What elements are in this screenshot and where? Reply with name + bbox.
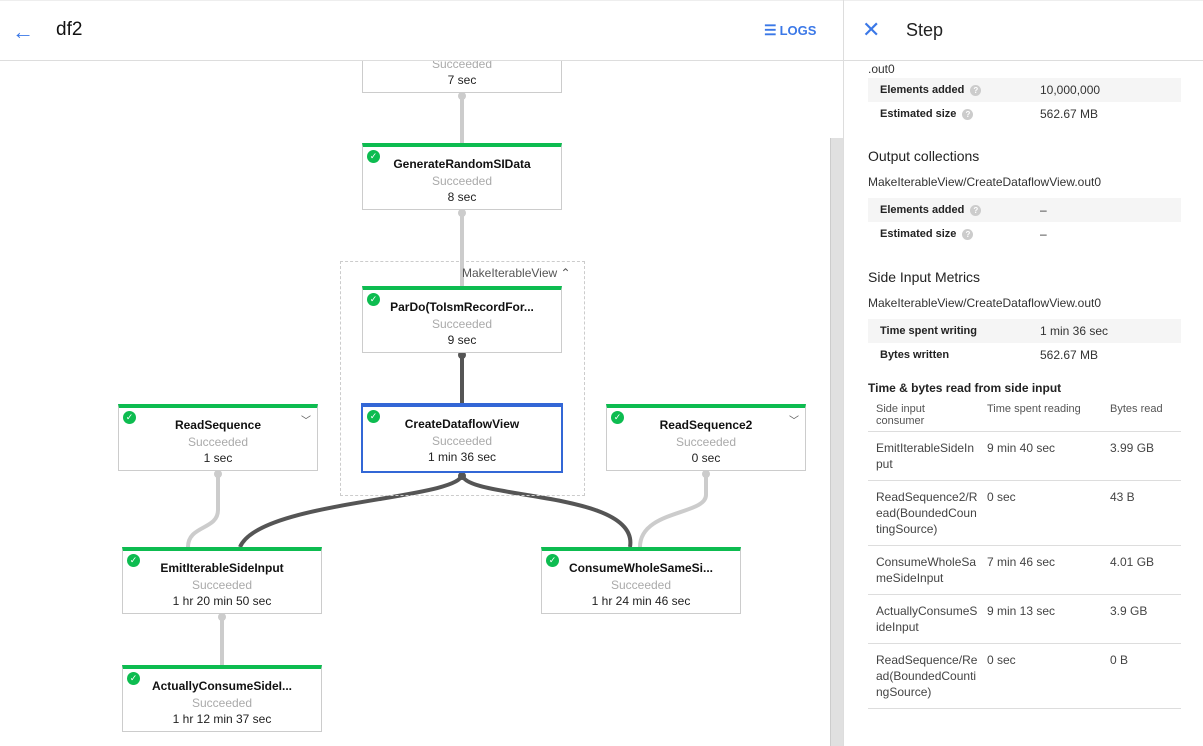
help-icon[interactable]: ? — [970, 204, 982, 216]
check-circle-icon: ✓ — [611, 411, 624, 424]
check-circle-icon: ✓ — [127, 672, 140, 685]
scrollbar[interactable] — [830, 138, 843, 746]
output-collection-name: MakeIterableView/CreateDataflowView.out0 — [868, 175, 1102, 189]
help-icon[interactable]: ? — [962, 108, 974, 120]
graph-edges — [186, 92, 710, 665]
edge — [460, 473, 633, 548]
side-collection-name: MakeIterableView/CreateDataflowView.out0 — [868, 296, 1102, 310]
chevron-down-icon[interactable]: ﹀ — [301, 416, 311, 427]
metric-row: Estimated size?562.67 MB — [880, 107, 1099, 121]
step-panel: .out0 Elements added?10,000,000 Estimate… — [843, 0, 1203, 746]
edge — [238, 473, 464, 548]
help-icon[interactable]: ? — [962, 228, 974, 240]
side-input-read-table: Side input consumer Time spent reading B… — [868, 398, 1181, 709]
arrow-back-icon[interactable]: ← — [12, 19, 34, 44]
read-table-title: Time & bytes read from side input — [868, 381, 1062, 395]
panel-title: Step — [906, 20, 944, 40]
check-circle-icon: ✓ — [123, 411, 136, 424]
list-icon: ☰ — [764, 22, 777, 38]
edge — [638, 471, 708, 548]
table-row: ReadSequence2/Read(BoundedCountingSource… — [868, 481, 1181, 546]
group-label[interactable]: MakeIterableView ⌃ — [462, 266, 571, 280]
side-input-metrics-title: Side Input Metrics — [868, 269, 981, 285]
metric-row: Elements added?– — [868, 198, 1181, 222]
table-header: Side input consumer Time spent reading B… — [868, 398, 1181, 432]
logs-button[interactable]: ☰LOGS — [764, 22, 817, 38]
metric-row: Elements added?10,000,000 — [868, 78, 1181, 102]
help-icon[interactable]: ? — [970, 84, 982, 96]
job-title: df2 — [56, 19, 83, 40]
chevron-up-icon[interactable]: ⌃ — [560, 266, 571, 280]
table-row: ReadSequence/Read(BoundedCountingSource)… — [868, 644, 1181, 709]
check-circle-icon: ✓ — [367, 293, 380, 306]
check-circle-icon: ✓ — [367, 410, 380, 423]
check-circle-icon: ✓ — [127, 554, 140, 567]
top-bar: ← df2 ☰LOGS — [0, 0, 843, 61]
panel-header: ✕ Step — [844, 0, 1203, 61]
check-circle-icon: ✓ — [546, 554, 559, 567]
metric-row: Estimated size?– — [880, 227, 1047, 241]
edge — [186, 471, 220, 548]
chevron-down-icon[interactable]: ﹀ — [789, 416, 799, 427]
input-collection-name: .out0 — [868, 62, 895, 76]
check-circle-icon: ✓ — [367, 150, 380, 163]
output-collections-title: Output collections — [868, 148, 980, 164]
close-icon[interactable]: ✕ — [862, 17, 881, 42]
group-makeiterableview — [340, 261, 585, 496]
